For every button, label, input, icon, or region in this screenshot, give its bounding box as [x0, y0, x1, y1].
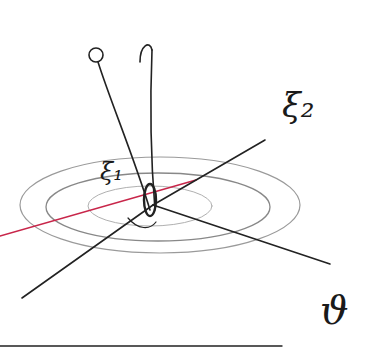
- axis-label: ξ₁: [100, 160, 123, 184]
- rotation-arc: [128, 218, 156, 228]
- axis-lower-left: [22, 205, 153, 298]
- red-axis: [0, 180, 196, 236]
- hook-symbol: [140, 45, 152, 62]
- center-disk: [144, 184, 156, 216]
- axis-upper-right: [153, 140, 265, 205]
- base-line: [0, 345, 282, 346]
- axis-right: [153, 205, 330, 264]
- upward-curve-left: [98, 62, 150, 210]
- angle-label: ϑ: [320, 290, 349, 330]
- outer-orbit: [20, 157, 300, 253]
- axis-label: ξ₂: [282, 88, 314, 122]
- loop-symbol: [89, 48, 103, 62]
